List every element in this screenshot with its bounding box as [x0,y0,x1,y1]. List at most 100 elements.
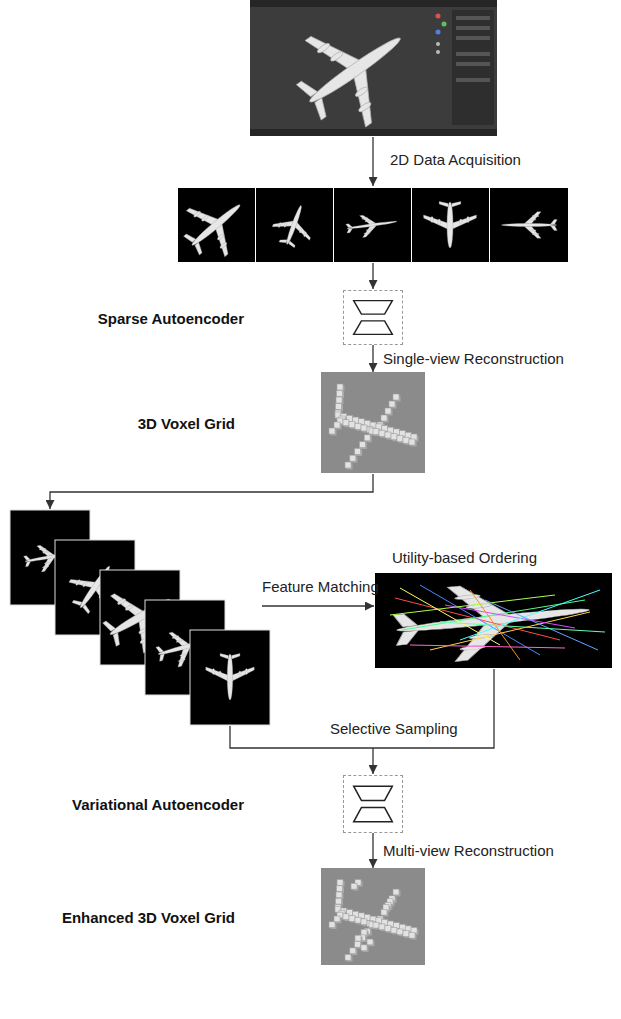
edge-label: Single-view Reconstruction [383,350,564,368]
voxel-face [336,404,342,410]
voxel [350,948,358,955]
voxel-face [379,430,385,436]
voxel-face [385,408,391,414]
airplane-model [279,0,431,146]
heading-group: 3D Voxel Grid [138,413,235,432]
voxel-face [349,422,355,428]
voxel-face [367,939,373,945]
node-heading: Variational Autoencoder [72,795,244,814]
voxel-face [361,929,367,935]
voxel-face [391,927,397,933]
voxel-face [397,436,403,442]
node-heading: 3D Voxel Grid [138,413,235,432]
voxel-face [350,948,356,954]
voxel [393,394,401,402]
voxel-face [355,423,361,429]
voxel-face [393,889,399,895]
voxel-face [385,926,391,932]
flow-arrow [372,833,373,868]
voxel-face [381,415,387,421]
voxel [381,909,389,916]
voxel [409,932,417,939]
voxel-face [349,916,355,922]
airplane-view [345,211,399,240]
match-line [485,600,598,650]
voxel [361,945,369,952]
voxel-face [403,931,409,937]
voxel-face [350,455,356,461]
airplane-view [172,182,259,268]
voxel-face [336,898,342,904]
gizmo-dot [436,14,441,19]
step-label: Selective Sampling [330,720,458,738]
voxel-face [381,909,387,915]
voxel-face [336,892,342,898]
heading-group: Variational Autoencoder [72,795,244,814]
voxel [345,462,353,470]
autoencoder-icon [344,291,402,344]
voxel-face [397,929,403,935]
voxel-face [345,462,351,468]
network-layer [354,321,393,334]
voxel-face [355,941,361,947]
voxel-face [373,429,379,435]
voxel-face [343,420,349,426]
match-line [440,622,605,632]
match-lines [390,585,605,660]
voxel-face [393,394,399,400]
panel-widget [456,36,490,40]
voxel-face [355,917,361,923]
voxel-face [359,442,365,448]
flow-arrow [372,345,373,372]
gizmo-dot [436,42,440,46]
voxel-face [361,945,367,951]
airplane-view [391,573,593,668]
voxel [364,435,372,443]
matching-image [375,573,612,668]
window-bar [250,129,497,136]
ordered-view [190,630,270,725]
step-label: Utility-based Ordering [392,549,537,567]
network-layer [354,301,393,314]
merge-bracket [230,669,494,748]
voxel [329,922,337,929]
gizmo-dot [436,50,440,54]
voxel-face [364,435,370,441]
airplane-view [424,202,477,249]
gizmo-dot [436,30,441,35]
match-line [460,590,600,640]
voxel-face [355,935,361,941]
render-view [490,188,568,262]
voxel [329,428,337,436]
flow-arrow [262,605,374,606]
voxel-face [345,954,351,960]
render-view [412,188,489,262]
voxel-face [389,401,395,407]
voxel [345,954,353,961]
panel-widget [456,62,490,66]
heading-group: Sparse Autoencoder [98,308,244,327]
airplane-view [268,199,320,252]
voxel-face [337,880,343,886]
flow-arrow [372,137,373,186]
voxel [359,442,367,450]
voxel-figure [321,372,425,473]
step-label: Feature Matching [262,578,379,596]
flow-arrow [50,474,373,509]
match-line [420,585,540,655]
voxel [393,889,401,896]
voxel [389,401,397,409]
voxel-face [379,924,385,930]
software-window [250,0,497,136]
render-view [334,188,411,262]
network-layer [354,808,393,822]
match-line [400,588,500,645]
edge-label: Multi-view Reconstruction [383,842,554,860]
voxel-face [329,428,335,434]
voxel-face [343,914,349,920]
airplane-view [206,654,254,701]
